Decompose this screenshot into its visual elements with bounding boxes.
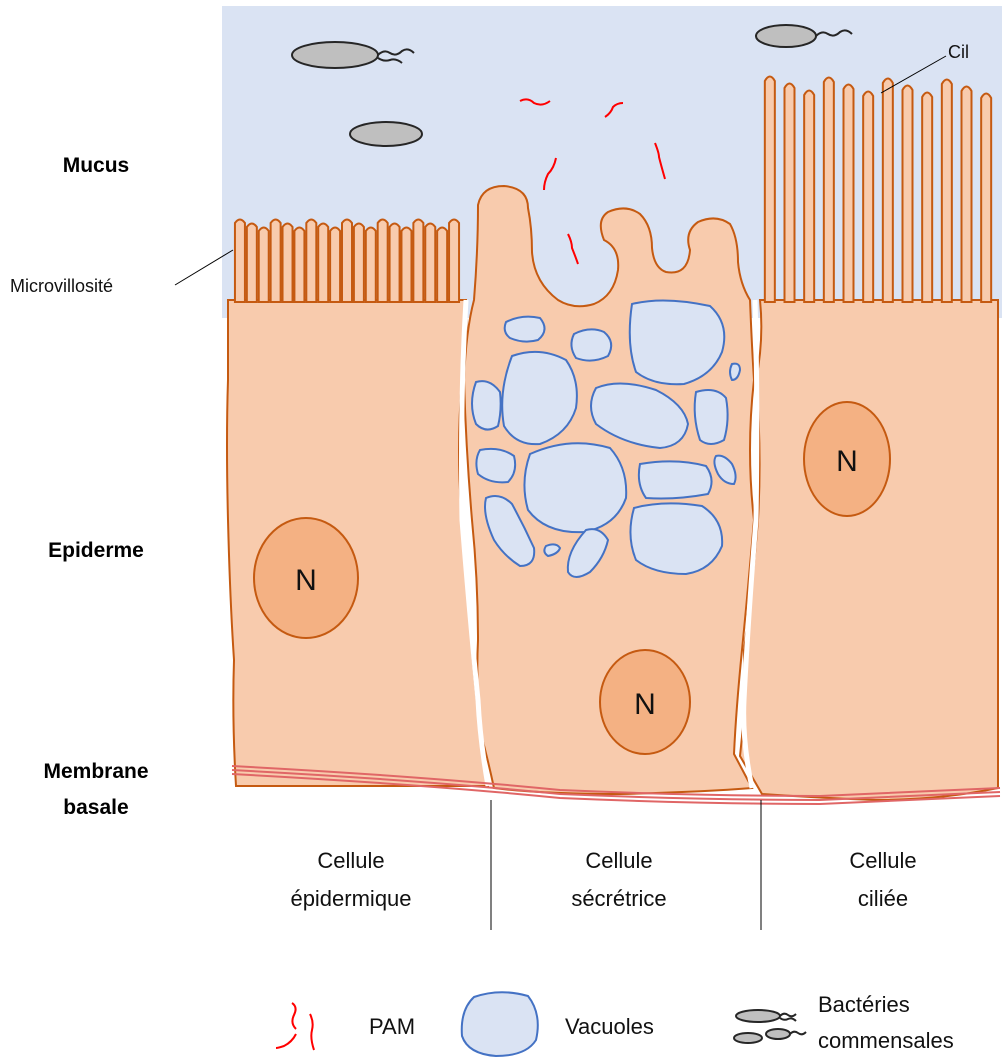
bacterium <box>292 42 378 68</box>
nucleus-label: N <box>634 688 656 721</box>
epiderme-label: Epiderme <box>48 539 144 562</box>
microvillus <box>354 224 364 303</box>
microvillus <box>413 220 423 303</box>
microvillus <box>318 224 328 303</box>
microvillosite-label: Microvillosité <box>10 276 113 296</box>
bacterium <box>350 122 422 146</box>
nucleus-label: N <box>295 564 317 597</box>
cell-label-ciliated-line1: Cellule <box>849 848 916 873</box>
mucus-label: Mucus <box>63 154 130 177</box>
legend-vacuole-icon <box>462 992 538 1056</box>
microvillus <box>401 228 411 303</box>
vacuole <box>630 503 722 574</box>
cilium <box>883 79 893 303</box>
microvillus <box>294 228 304 303</box>
vacuole <box>505 317 545 342</box>
legend-bacteria-icon <box>734 1010 806 1043</box>
vacuole <box>472 381 501 429</box>
microvillus <box>235 220 245 303</box>
cil-label: Cil <box>948 42 969 62</box>
cilium <box>942 80 952 303</box>
nucleus-label: N <box>836 445 858 478</box>
microvillus <box>306 220 316 303</box>
microvillus <box>342 220 352 303</box>
microvillus <box>425 224 435 303</box>
cilium <box>903 86 913 303</box>
microvillus <box>330 228 340 303</box>
microvillus <box>259 228 269 303</box>
cilium <box>962 87 972 303</box>
epidermal-cell <box>227 220 488 787</box>
cell-label-secretory-line2: sécrétrice <box>571 886 666 911</box>
microvillus <box>449 220 459 303</box>
microvillus <box>247 224 257 303</box>
membrane-label-line2: basale <box>63 796 128 819</box>
vacuole <box>639 461 712 498</box>
legend-pam-label: PAM <box>369 1014 415 1039</box>
microvilli <box>235 220 459 303</box>
cilium <box>922 93 932 303</box>
cell-label-epidermal-line1: Cellule <box>317 848 384 873</box>
legend-pam-icon <box>276 1003 314 1050</box>
cell-label-epidermal-line2: épidermique <box>290 886 411 911</box>
bacterium <box>756 25 816 47</box>
microvillus <box>271 220 281 303</box>
cilium <box>824 78 834 303</box>
legend-bacteries-label-line2: commensales <box>818 1028 954 1053</box>
legend-vacuoles-label: Vacuoles <box>565 1014 654 1039</box>
cell-label-secretory-line1: Cellule <box>585 848 652 873</box>
vacuole <box>695 390 728 444</box>
microvillus <box>378 220 388 303</box>
legend-bacteries-label-line1: Bactéries <box>818 992 910 1017</box>
membrane-label-line1: Membrane <box>43 760 148 783</box>
microvillus <box>283 224 293 303</box>
microvillus <box>366 228 376 303</box>
cilium <box>863 92 873 303</box>
cilium <box>785 84 795 303</box>
cilium <box>844 85 854 303</box>
cilium <box>765 77 775 303</box>
cilium <box>804 91 814 303</box>
legend: PAM Vacuoles Bactéries commensales <box>276 992 954 1056</box>
microvillus <box>437 228 447 303</box>
vacuole <box>524 443 626 532</box>
ciliated-cell-body <box>740 300 998 800</box>
vacuole <box>571 329 611 360</box>
vacuole <box>476 449 515 482</box>
cell-label-ciliated-line2: ciliée <box>858 886 908 911</box>
microvillus <box>390 224 400 303</box>
cilium <box>981 94 991 303</box>
